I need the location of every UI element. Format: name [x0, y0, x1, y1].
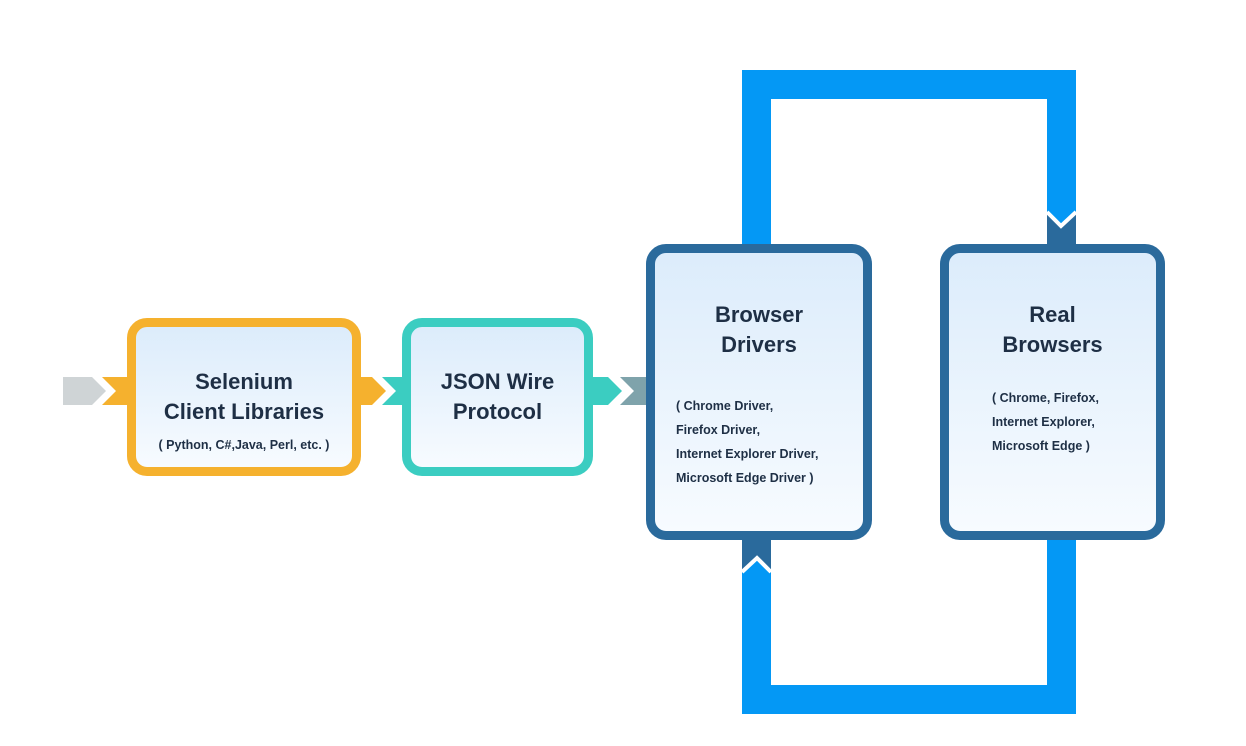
browsers-title-line-2: Browsers — [1002, 332, 1103, 357]
drivers-list-item: ( Chrome Driver, — [676, 399, 774, 413]
json-to-drivers-tail — [620, 377, 654, 405]
selenium-title: Selenium Client Libraries — [136, 367, 352, 427]
request-loop-top — [742, 70, 1076, 244]
response-loop-bottom — [742, 540, 1076, 714]
browsers-title: Real Browsers — [949, 300, 1156, 360]
real-browsers-box: Real Browsers ( Chrome, Firefox, Interne… — [940, 244, 1165, 540]
selenium-languages-line: ( Python, C#,Java, Perl, etc. ) — [158, 438, 330, 452]
json-title-line-2: Protocol — [452, 399, 543, 424]
browsers-list: ( Chrome, Firefox, Internet Explorer, Mi… — [949, 386, 1156, 458]
selenium-client-libraries-box: Selenium Client Libraries ( Python, C#,J… — [127, 318, 361, 476]
browsers-list-item: ( Chrome, Firefox, — [992, 391, 1099, 405]
selenium-title-line-1: Selenium — [195, 369, 293, 394]
drivers-list-item: Internet Explorer Driver, — [676, 447, 819, 461]
browsers-title-line-1: Real — [1029, 302, 1076, 327]
selenium-to-json-arrow — [356, 377, 386, 405]
json-title-line-1: JSON Wire — [440, 369, 555, 394]
browsers-list-item: Internet Explorer, — [992, 415, 1095, 429]
drivers-list-item: Microsoft Edge Driver ) — [676, 471, 814, 485]
loop-arrow-into-drivers-outline — [740, 555, 773, 574]
drivers-title: Browser Drivers — [655, 300, 863, 360]
loop-arrow-into-browsers-outline — [1045, 210, 1078, 229]
browsers-list-item: Microsoft Edge ) — [992, 439, 1090, 453]
json-title: JSON Wire Protocol — [411, 367, 584, 427]
selenium-languages: ( Python, C#,Java, Perl, etc. ) — [136, 433, 352, 457]
json-wire-protocol-box: JSON Wire Protocol — [402, 318, 593, 476]
drivers-list: ( Chrome Driver, Firefox Driver, Interne… — [655, 394, 863, 490]
drivers-title-line-1: Browser — [714, 302, 804, 327]
drivers-title-line-2: Drivers — [721, 332, 797, 357]
json-to-drivers-arrow — [588, 377, 622, 405]
entry-arrow — [63, 377, 106, 405]
browser-drivers-box: Browser Drivers ( Chrome Driver, Firefox… — [646, 244, 872, 540]
drivers-list-item: Firefox Driver, — [676, 423, 761, 437]
selenium-title-line-2: Client Libraries — [163, 399, 325, 424]
